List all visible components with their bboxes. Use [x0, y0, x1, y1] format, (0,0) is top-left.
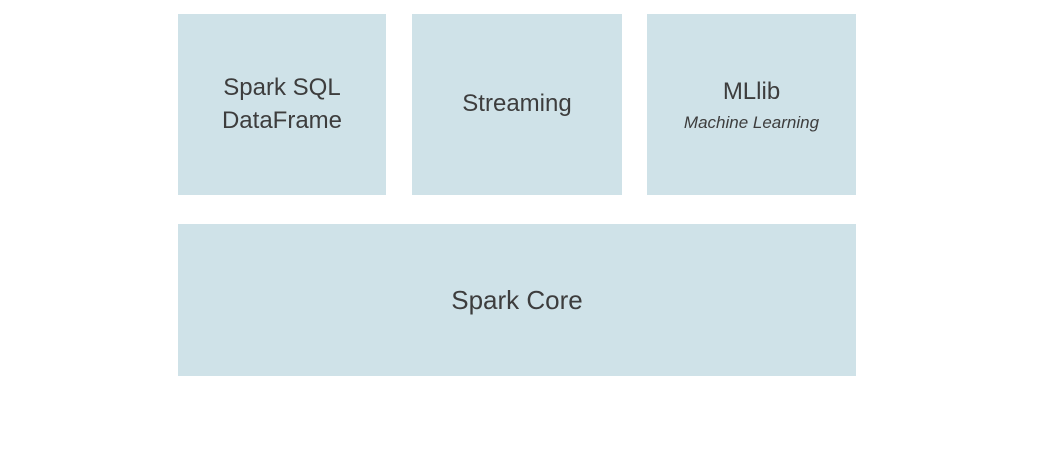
- block-spark-sql-dataframe: Spark SQL DataFrame: [178, 14, 386, 195]
- block-label: Streaming: [462, 90, 572, 118]
- block-label: MLlib: [722, 78, 781, 106]
- block-label: Spark Core: [451, 284, 583, 315]
- block-label: Spark SQL DataFrame: [222, 72, 342, 137]
- block-sublabel: Machine Learning: [683, 112, 820, 132]
- block-mllib: MLlib Machine Learning: [647, 14, 856, 195]
- block-streaming: Streaming: [412, 14, 622, 195]
- block-label-line1: Spark SQL: [223, 74, 341, 102]
- block-spark-core: Spark Core: [178, 224, 856, 376]
- block-label-line2: DataFrame: [221, 106, 343, 134]
